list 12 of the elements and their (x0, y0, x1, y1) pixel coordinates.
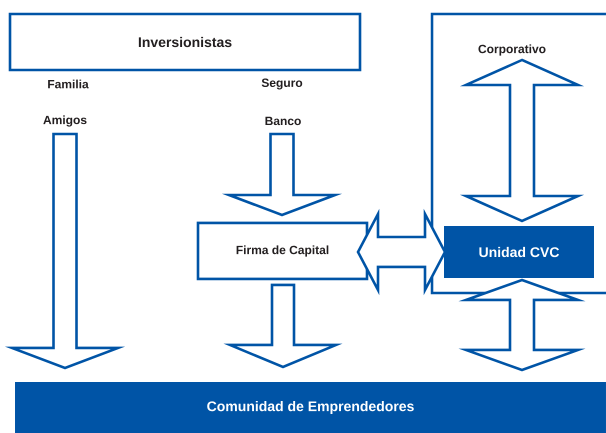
block-arrow (4, 132, 126, 370)
filled-box: Unidad CVC (444, 226, 594, 278)
block-arrow (222, 132, 342, 216)
node-text: Banco (265, 116, 301, 126)
block-arrow (460, 58, 584, 222)
process-box: Inversionistas (8, 12, 362, 72)
block-arrow (458, 278, 586, 372)
block-arrow (356, 208, 446, 296)
block-arrow (223, 284, 343, 368)
node-text: Amigos (43, 115, 87, 127)
filled-box: Comunidad de Emprendedores (15, 382, 606, 433)
process-box: Firma de Capital (196, 222, 368, 280)
